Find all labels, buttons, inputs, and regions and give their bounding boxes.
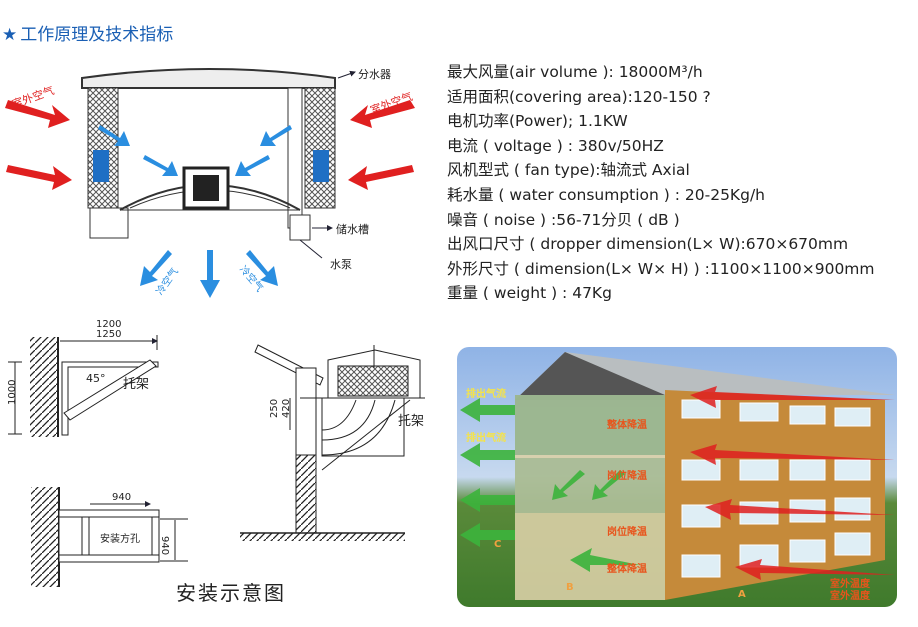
dim-250: 250: [269, 399, 280, 418]
blue-arrow-icon: [200, 250, 220, 298]
station-cooling-label: 岗位降温: [607, 525, 647, 538]
cooler-roof: [81, 68, 336, 89]
dim-940-width: 940: [112, 492, 131, 503]
dim-1200: 1200: [96, 319, 121, 330]
marker-b: B: [566, 582, 574, 593]
outdoor-temp-label: 室外温度: [830, 589, 871, 602]
blue-arrow-icon: [98, 125, 130, 146]
spec-noise: 噪音 ( noise ) :56-71分贝 ( dB ): [447, 210, 680, 229]
water-pump-label: 水泵: [330, 258, 352, 271]
pad-blue-left: [93, 150, 109, 182]
exhaust-airflow-label: 排出气流: [466, 431, 506, 444]
red-arrow-icon: [6, 165, 72, 190]
side-view-diagram: [240, 344, 425, 541]
spec-air-volume: 最大风量(air volume ): 18000M³/h: [447, 63, 703, 81]
red-arrow-icon: [5, 100, 70, 128]
cooling-pad-right: [304, 87, 336, 209]
red-arrow-icon: [348, 165, 414, 190]
hot-air-arrows: [5, 100, 415, 190]
red-arrow-icon: [350, 100, 415, 128]
angle-label: 45°: [86, 372, 106, 385]
spec-list: 最大风量(air volume ): 18000M³/h 适用面积(coveri…: [447, 60, 875, 306]
dim-940-height: 940: [159, 536, 170, 555]
blue-arrow-icon: [246, 250, 278, 286]
bracket-label: 托架: [398, 414, 424, 429]
station-cooling-label: 岗位降温: [607, 469, 647, 482]
dim-420: 420: [281, 399, 292, 418]
spec-power: 电机功率(Power); 1.1KW: [447, 112, 628, 131]
spec-dimension: 外形尺寸 ( dimension(L× W× H) ) :1100×1100×9…: [447, 259, 875, 278]
spec-covering-area: 适用面积(covering area):120-150 ?: [447, 87, 711, 106]
cool-air-arrows: [98, 125, 292, 298]
fan-motor: [182, 166, 230, 210]
installation-caption: 安装示意图: [176, 581, 286, 605]
overall-cooling-label: 整体降温: [606, 418, 647, 431]
spec-water-consumption: 耗水量 ( water consumption ) : 20-25Kg/h: [447, 185, 765, 204]
marker-a: A: [738, 589, 746, 600]
spec-voltage: 电流 ( voltage ) : 380v/50HZ: [447, 136, 664, 155]
cooling-pad-left: [87, 87, 119, 209]
blue-arrow-icon: [260, 125, 292, 146]
marker-c: C: [494, 539, 501, 550]
water-distributor-label: 分水器: [358, 68, 391, 81]
water-pump: [289, 214, 311, 241]
overall-cooling-label: 整体降温: [606, 562, 647, 575]
outdoor-air-label: 室外空气: [10, 83, 56, 111]
bracket-diagram: [8, 335, 159, 437]
mount-hole-label: 安装方孔: [100, 532, 140, 545]
outdoor-temp-label: 室外温度: [830, 577, 871, 590]
bracket-label: 托架: [123, 377, 149, 392]
star-icon: ★: [2, 25, 18, 45]
section-title: ★工作原理及技术指标: [2, 20, 173, 45]
section-title-text: 工作原理及技术指标: [20, 25, 174, 45]
pad-blue-right: [313, 150, 329, 182]
blue-arrow-icon: [235, 155, 270, 176]
blue-arrow-icon: [143, 155, 178, 176]
water-tank-label: 储水槽: [336, 222, 369, 236]
building-illustration: 排出气流 排出气流 整体降温 岗位降温 岗位降温 整体降温 室外温度 室外温度 …: [457, 347, 897, 607]
blue-arrow-icon: [140, 250, 172, 286]
exhaust-airflow-label: 排出气流: [466, 387, 506, 400]
mount-hole-diagram: [31, 487, 188, 587]
dim-1250: 1250: [96, 329, 121, 340]
dim-1000: 1000: [7, 380, 18, 405]
spec-fan-type: 风机型式 ( fan type):轴流式 Axial: [447, 161, 690, 180]
spec-weight: 重量 ( weight ) : 47Kg: [447, 284, 612, 303]
spec-dropper-dimension: 出风口尺寸 ( dropper dimension(L× W):670×670m…: [447, 235, 849, 254]
cooler-diagram: 室外空气 室外空气 分水器 储水槽 水泵 冷空气 冷空气: [5, 68, 415, 298]
